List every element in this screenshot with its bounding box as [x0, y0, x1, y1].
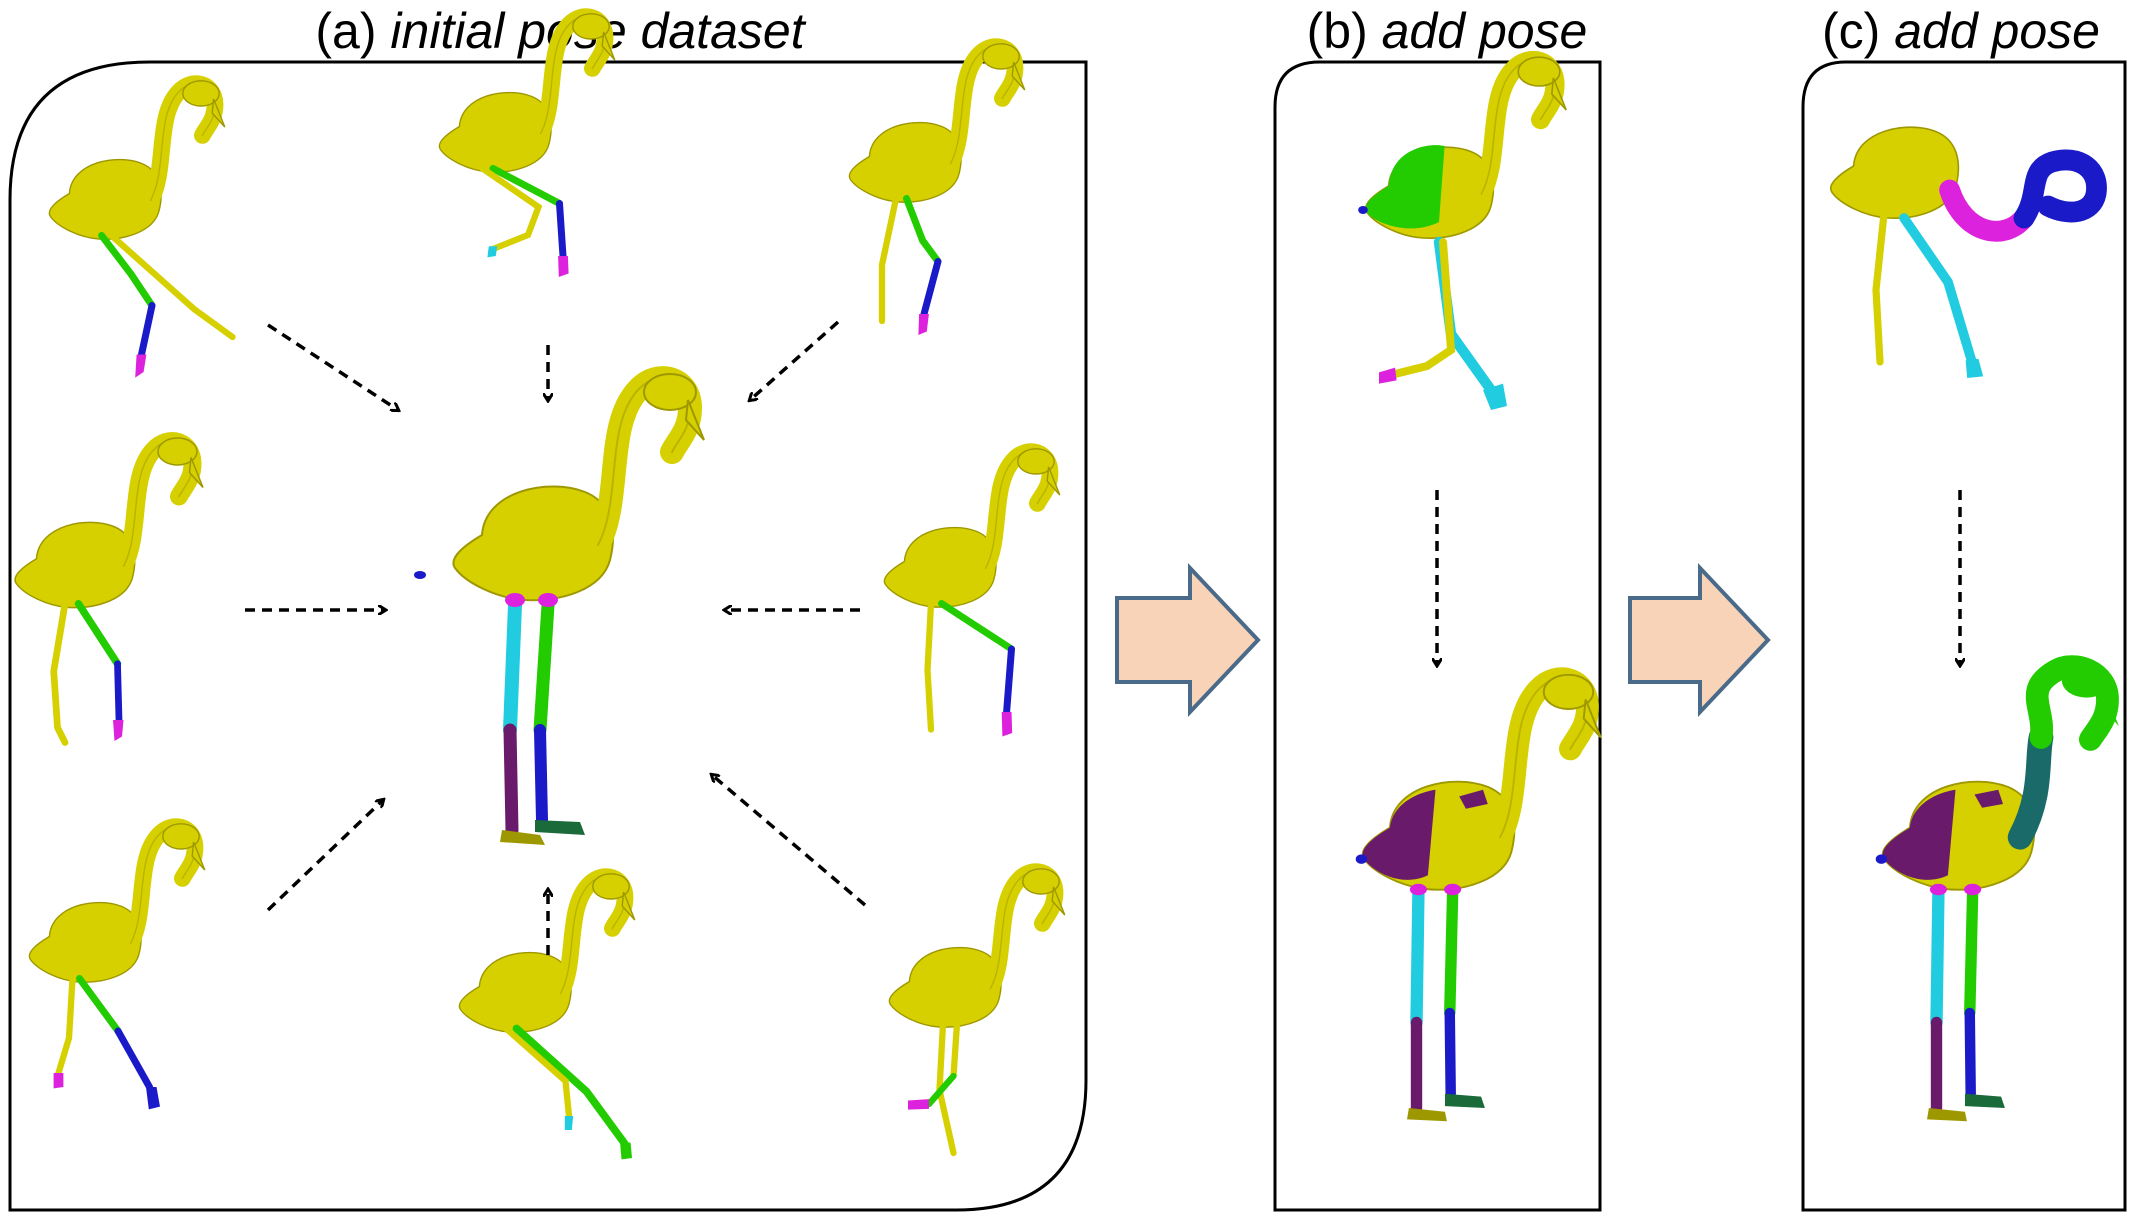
- flamingo-pose-middle-right: [884, 449, 1059, 737]
- flamingo-pose-b-bottom: [1356, 675, 1601, 1122]
- flamingo-center-reference-pose: [414, 374, 704, 845]
- flamingo-pose-c-top: [1829, 126, 2107, 378]
- flamingo-pose-middle-left: [15, 438, 203, 743]
- flamingo-pose-bottom-right: [889, 869, 1064, 1157]
- flamingo-pose-bottom-center: [459, 874, 634, 1160]
- flamingo-pose-bottom-left: [29, 824, 204, 1110]
- panel-b-caption: (b) add pose: [1262, 0, 1632, 62]
- flamingo-pose-b-top: [1358, 57, 1566, 410]
- panel-b-frame: [1273, 60, 1602, 1212]
- panel-a-frame: [8, 60, 1088, 1212]
- flamingo-pose-top-left: [49, 81, 236, 378]
- panel-c-frame: [1801, 60, 2127, 1212]
- panel-c-caption: (c) add pose: [1790, 0, 2132, 62]
- flamingo-pose-top-right: [849, 44, 1024, 335]
- flamingo-pose-c-bottom: [1875, 655, 2119, 1122]
- panel-b-marker: (b): [1306, 3, 1368, 59]
- panel-a-dashed-arrows: [245, 320, 867, 955]
- panel-a-marker: (a): [315, 3, 377, 59]
- panel-c-marker: (c): [1822, 3, 1881, 59]
- panel-c-title: add pose: [1894, 3, 2100, 59]
- panel-b-title: add pose: [1381, 3, 1588, 59]
- transition-arrow-a-to-b: [1115, 562, 1261, 718]
- transition-arrow-b-to-c: [1628, 562, 1771, 718]
- flamingo-pose-top-center: [439, 14, 614, 277]
